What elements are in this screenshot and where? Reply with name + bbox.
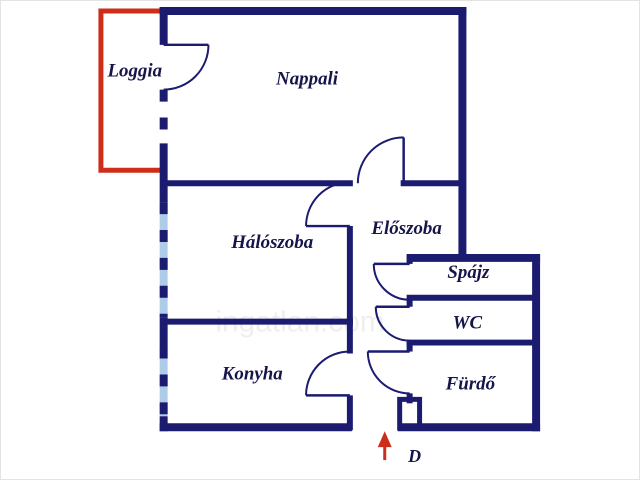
door-arc-haloszoba [305, 181, 350, 228]
room-label-furdo: Fürdő [445, 373, 497, 394]
door-swings [163, 43, 410, 397]
door-arc-spajz [372, 262, 410, 301]
room-label-haloszoba: Hálószoba [230, 232, 313, 253]
entrance-label: D [407, 446, 421, 466]
outer-walls [159, 6, 541, 432]
entrance-arrow-icon [377, 431, 392, 461]
room-label-eloszoba: Előszoba [370, 218, 441, 239]
door-arc-furdo [366, 350, 410, 395]
loggia-walls [98, 8, 164, 173]
shaft-box [397, 396, 423, 431]
door-arc-konyha [305, 350, 350, 397]
door-arc-loggia [163, 43, 210, 91]
room-label-konyha: Konyha [221, 363, 283, 384]
room-label-nappali: Nappali [275, 69, 339, 90]
room-label-loggia: Loggia [106, 61, 162, 82]
room-label-spajz: Spájz [447, 262, 490, 283]
door-arc-nappali [356, 136, 405, 184]
door-arc-wc [374, 305, 410, 342]
room-label-wc: WC [453, 313, 483, 334]
interior-walls [160, 180, 540, 431]
